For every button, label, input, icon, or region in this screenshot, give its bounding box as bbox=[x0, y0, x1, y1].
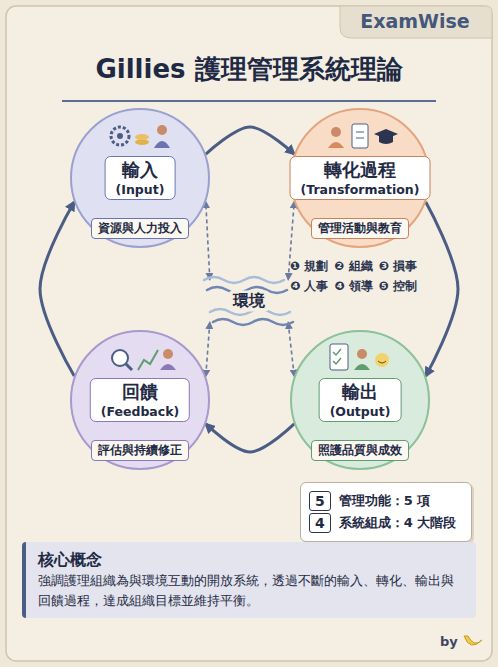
title-box: 輸入(Input) bbox=[105, 156, 176, 200]
flow-arrow bbox=[206, 127, 294, 154]
core-concept-panel: 核心概念強調護理組織為與環境互動的開放系統，透過不斷的輸入、轉化、輸出與回饋過程… bbox=[22, 542, 476, 618]
stats-box: 5 管理功能：5 項 4 系統組成：4 大階段 bbox=[300, 482, 472, 542]
function-item: ❺ 控制 bbox=[379, 278, 417, 295]
function-item: ❹ 領導 bbox=[334, 278, 372, 295]
stats-row: 4 系統組成：4 大階段 bbox=[309, 513, 463, 533]
stage-english: (Output) bbox=[330, 404, 391, 420]
banana-icon bbox=[464, 636, 482, 645]
stage-english: (Transformation) bbox=[301, 182, 420, 198]
stage-icon bbox=[330, 344, 389, 370]
number-badge: 5 bbox=[309, 491, 331, 511]
stage-name: 轉化過程 bbox=[301, 159, 420, 182]
stage-description: 照護品質與成效 bbox=[318, 443, 402, 458]
subtitle-box: 資源與人力投入 bbox=[91, 218, 189, 239]
stage-english: (Input) bbox=[116, 182, 165, 198]
title: Gillies 護理管理系統理論 bbox=[0, 52, 498, 87]
flow-arrow bbox=[426, 202, 458, 376]
title-box: 回饋(Feedback) bbox=[90, 378, 190, 422]
stage-description: 資源與人力投入 bbox=[98, 221, 182, 236]
stats-row: 5 管理功能：5 項 bbox=[309, 491, 463, 511]
environment-link bbox=[288, 323, 294, 376]
stage-name: 輸出 bbox=[330, 381, 391, 404]
stage-circle: 輸入(Input) 資源與人力投入 bbox=[70, 108, 210, 248]
stage-description: 評估與持續修正 bbox=[98, 443, 182, 458]
number-badge: 4 bbox=[309, 513, 331, 533]
stage-circle: 回饋(Feedback) 評估與持續修正 bbox=[70, 330, 210, 470]
stage-icon bbox=[112, 349, 176, 370]
function-item: ❷ 組織 bbox=[334, 258, 372, 275]
title-box: 輸出(Output) bbox=[319, 378, 402, 422]
function-item: ❶ 規劃 bbox=[290, 258, 328, 275]
function-item: ❸ 損事 bbox=[379, 258, 417, 275]
stage-circle: 轉化過程(Transformation) 管理活動與教育 bbox=[290, 108, 430, 248]
stage-name: 輸入 bbox=[116, 159, 165, 182]
stage-circle: 輸出(Output) 照護品質與成效 bbox=[290, 330, 430, 470]
stats-text: 系統組成：4 大階段 bbox=[339, 514, 457, 532]
flow-arrow bbox=[40, 202, 74, 376]
flow-arrow bbox=[206, 424, 294, 452]
function-list: ❶ 規劃 ❷ 組織 ❸ 損事 ❹ 人事 ❹ 領導 ❺ 控制 bbox=[290, 258, 438, 295]
author-label: by bbox=[440, 634, 458, 649]
panel-body: 強調護理組織為與環境互動的開放系統，透過不斷的輸入、轉化、輸出與回饋過程，達成組… bbox=[38, 571, 464, 610]
subtitle-box: 管理活動與教育 bbox=[311, 218, 409, 239]
stage-name: 回饋 bbox=[101, 381, 179, 404]
stage-icon bbox=[111, 125, 170, 148]
brand-label: ExamWise bbox=[340, 10, 490, 32]
subtitle-box: 評估與持續修正 bbox=[91, 440, 189, 461]
stats-text: 管理功能：5 項 bbox=[339, 492, 431, 510]
environment-label: 環境 bbox=[229, 291, 269, 312]
title-box: 轉化過程(Transformation) bbox=[290, 156, 431, 200]
environment-link bbox=[206, 323, 210, 376]
environment-link bbox=[206, 202, 210, 279]
subtitle-box: 照護品質與成效 bbox=[311, 440, 409, 461]
stage-english: (Feedback) bbox=[101, 404, 179, 420]
stage-description: 管理活動與教育 bbox=[318, 221, 402, 236]
panel-heading: 核心概念 bbox=[38, 549, 464, 571]
stage-icon bbox=[328, 124, 398, 148]
function-item: ❹ 人事 bbox=[290, 278, 328, 295]
environment-node: 環境 bbox=[200, 270, 298, 332]
